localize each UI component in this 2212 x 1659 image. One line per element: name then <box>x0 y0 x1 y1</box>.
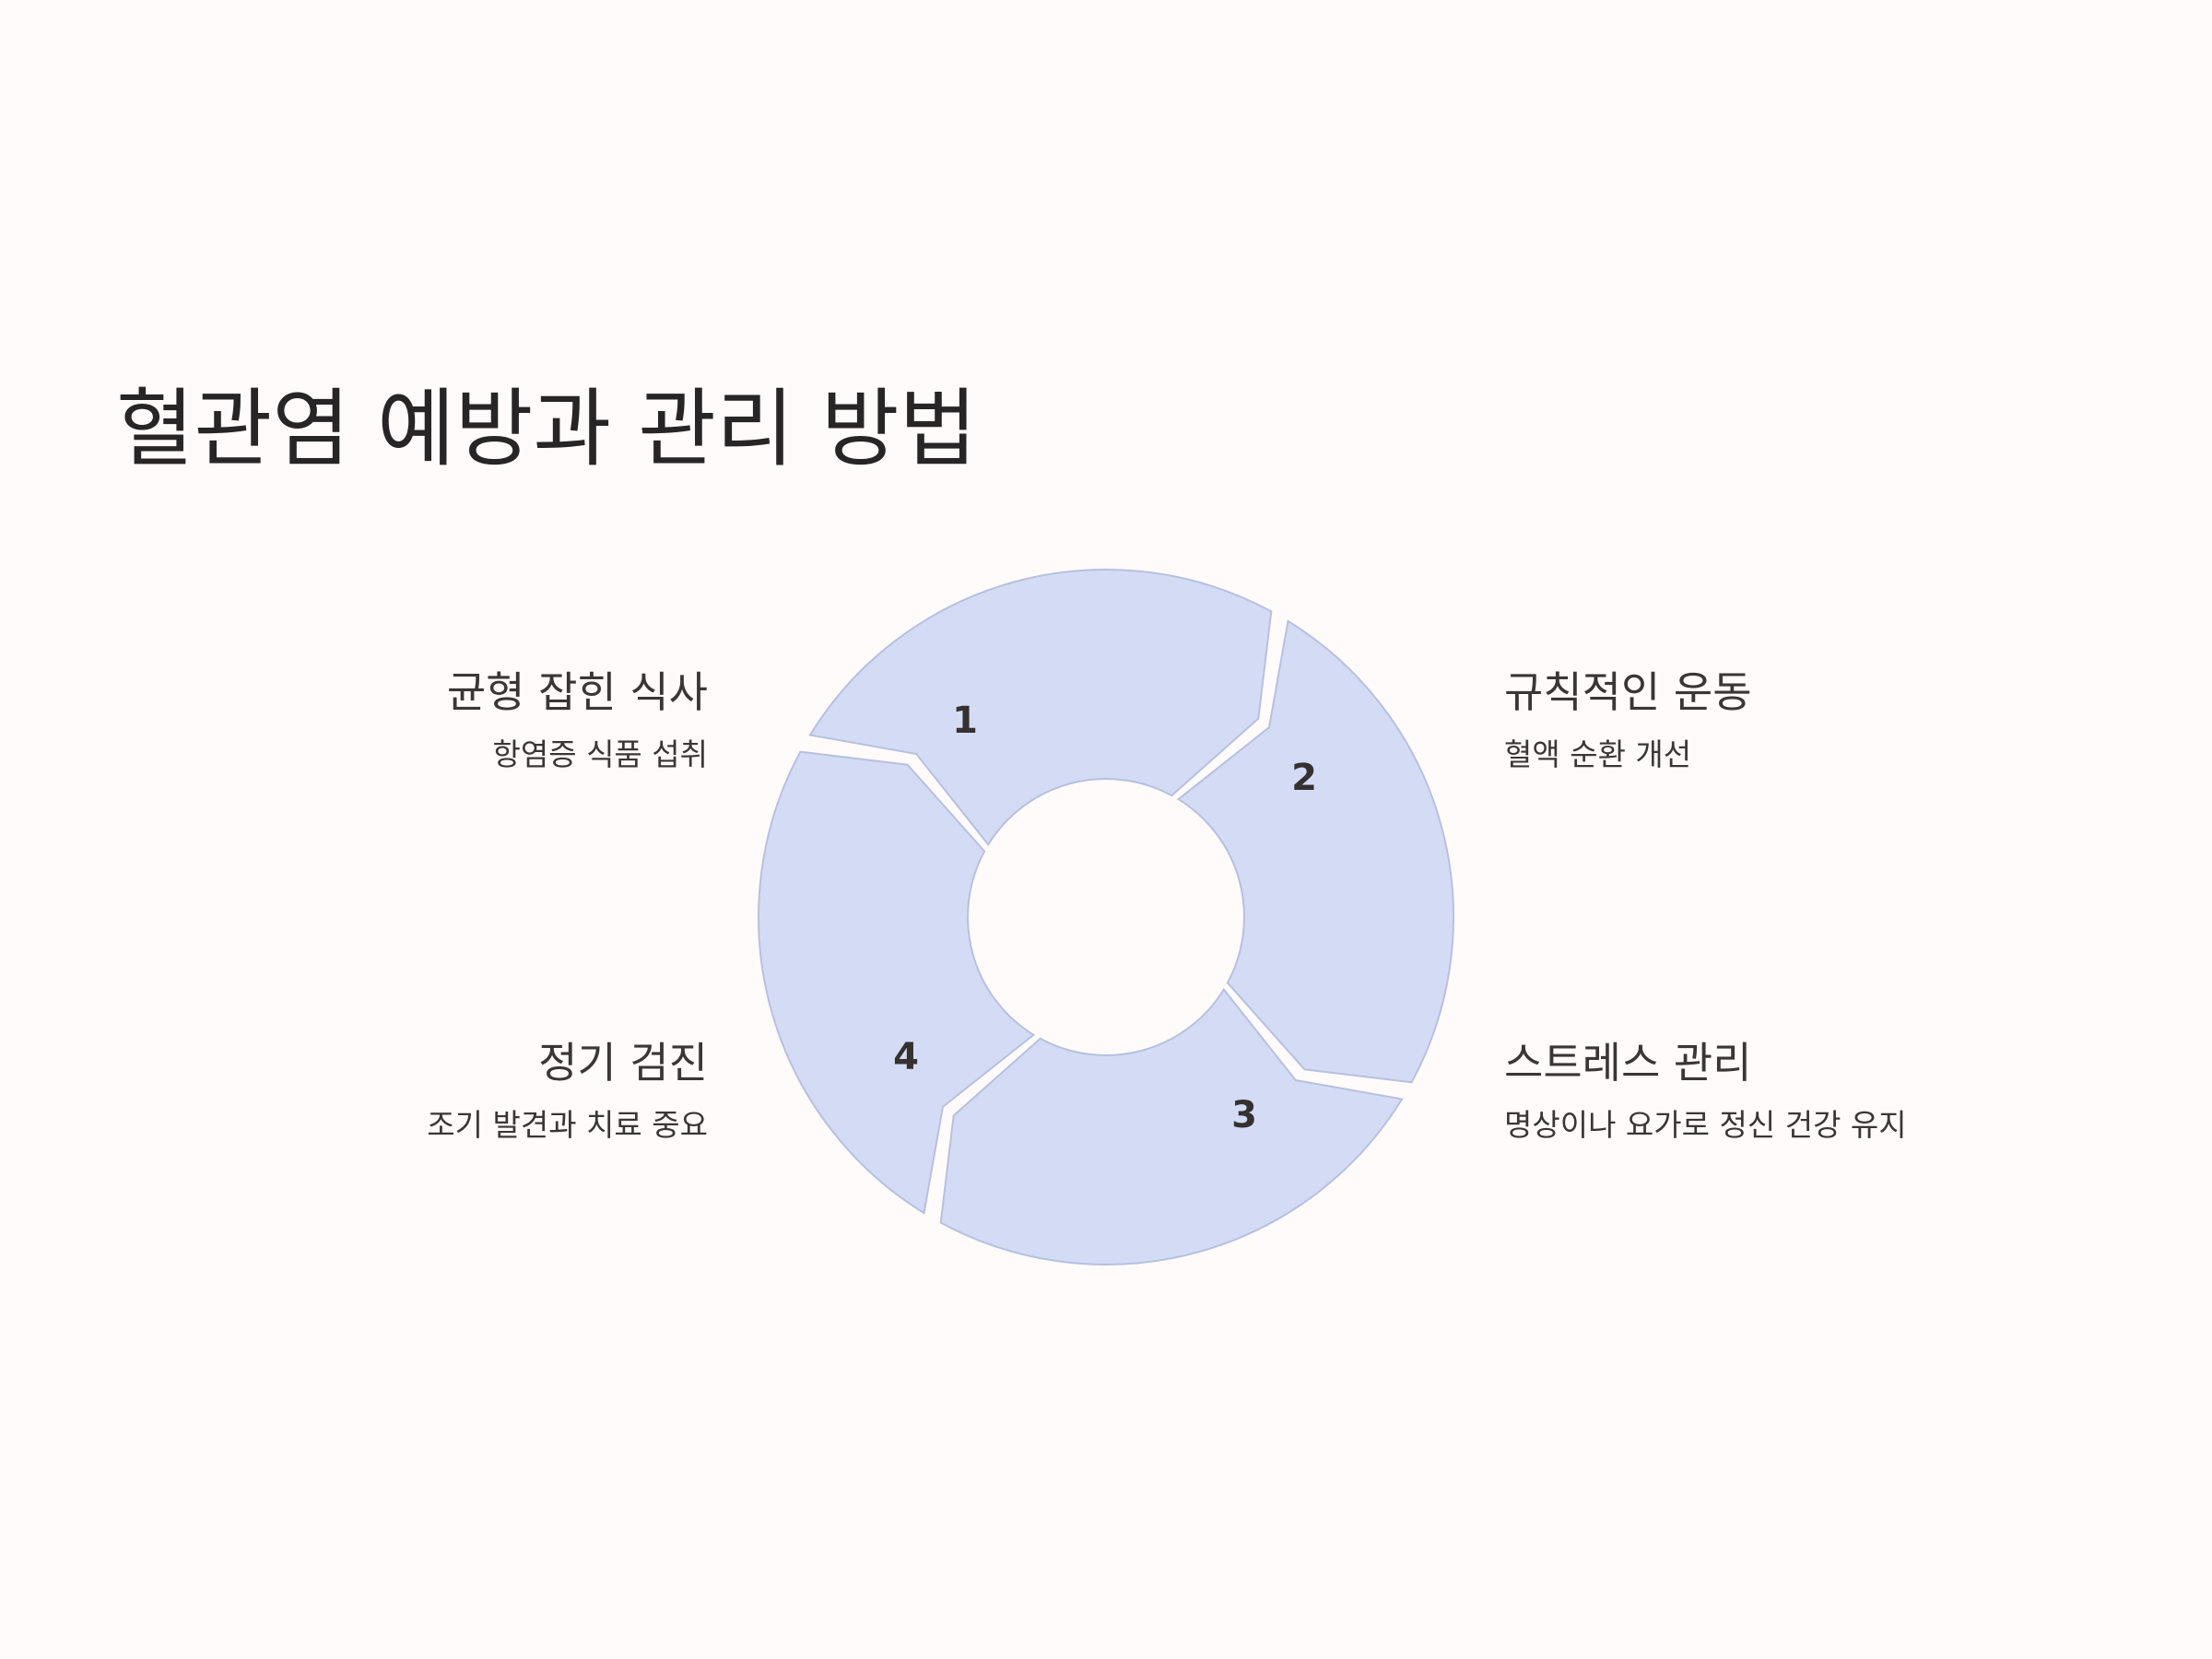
step-3-description: 명상이나 요가로 정신 건강 유지 <box>1504 1107 1907 1143</box>
step-4-heading: 정기 검진 <box>538 1038 708 1088</box>
cycle-segment-2 <box>808 569 1273 847</box>
cycle-segments <box>758 569 1454 1265</box>
cycle-segment-3 <box>1176 619 1454 1084</box>
cycle-segment-4 <box>939 987 1404 1265</box>
step-2-label: 규칙적인 운동 혈액 순환 개선 <box>1504 671 1752 770</box>
cycle-segment-1 <box>758 750 1036 1215</box>
step-4-description: 조기 발견과 치료 중요 <box>427 1107 708 1143</box>
cycle-numbers: 1 2 3 4 <box>893 700 1317 1136</box>
step-1-label: 균형 잡힌 식사 항염증 식품 섭취 <box>447 671 708 770</box>
segment-number-2: 2 <box>1291 757 1317 799</box>
segment-number-1: 1 <box>952 700 978 742</box>
step-3-label: 스트레스 관리 명상이나 요가로 정신 건강 유지 <box>1504 1041 1907 1140</box>
step-4-label: 정기 검진 조기 발견과 치료 중요 <box>427 1041 708 1140</box>
step-2-description: 혈액 순환 개선 <box>1504 736 1692 772</box>
segment-number-4: 4 <box>893 1036 919 1078</box>
step-1-description: 항염증 식품 섭취 <box>492 736 709 772</box>
step-1-heading: 균형 잡힌 식사 <box>446 667 708 717</box>
segment-number-3: 3 <box>1231 1094 1257 1136</box>
step-2-heading: 규칙적인 운동 <box>1504 667 1752 717</box>
step-3-heading: 스트레스 관리 <box>1504 1038 1752 1088</box>
page-title: 혈관염 예방과 관리 방법 <box>116 380 978 478</box>
